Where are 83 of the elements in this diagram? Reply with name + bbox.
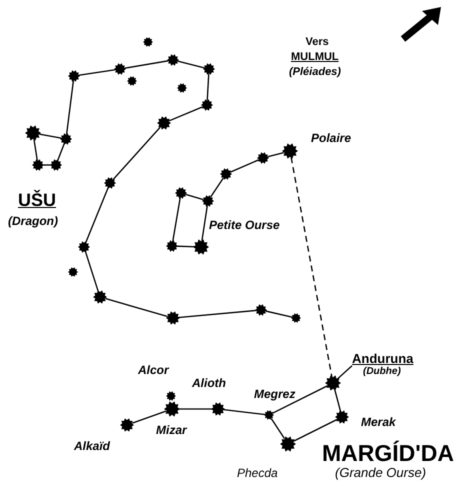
- constellation-line: [230, 159, 259, 173]
- constellation-line: [176, 246, 195, 248]
- star: [175, 187, 187, 199]
- constellation-line: [185, 194, 204, 200]
- star: [202, 195, 214, 207]
- star: [166, 240, 178, 252]
- star: [120, 418, 134, 432]
- star: [193, 239, 209, 255]
- star: [50, 159, 62, 171]
- star: [280, 436, 296, 452]
- constellation-line: [270, 418, 286, 439]
- star: [68, 267, 78, 277]
- constellation-line: [33, 139, 38, 160]
- star-name: Alioth: [191, 377, 227, 390]
- star: [93, 290, 107, 304]
- constellation-line: [293, 418, 338, 442]
- constellation-line: [105, 298, 168, 318]
- star: [32, 159, 44, 171]
- constellation-line: [84, 251, 99, 292]
- constellation-line: [78, 69, 116, 76]
- star-name: Megrez: [253, 388, 296, 402]
- star: [166, 391, 176, 401]
- star: [25, 125, 41, 141]
- direction-text: Vers: [306, 36, 329, 48]
- star: [167, 54, 179, 66]
- constellation-name: UŠU: [18, 191, 56, 211]
- star: [164, 401, 180, 417]
- constellation-line: [266, 310, 292, 318]
- star: [78, 241, 90, 253]
- constellation-line: [168, 106, 203, 122]
- constellation-name: MARGÍD'DA: [322, 441, 454, 466]
- star: [166, 311, 180, 325]
- star: [203, 63, 215, 75]
- star: [104, 177, 116, 189]
- constellation-line: [178, 310, 256, 318]
- star: [211, 402, 225, 416]
- star: [282, 143, 298, 159]
- star: [127, 76, 137, 86]
- constellation-line: [85, 187, 109, 243]
- constellation-subtitle: (Grande Ourse): [335, 466, 426, 480]
- constellation-line: [124, 60, 168, 69]
- constellation-line: [57, 143, 65, 161]
- star-name: Alkaïd: [73, 440, 112, 454]
- star: [60, 133, 72, 145]
- star-name: Alcor: [137, 364, 170, 378]
- star: [177, 83, 187, 93]
- star-name: Merak: [360, 416, 397, 430]
- constellation-line: [172, 198, 181, 242]
- constellation-name: Petite Ourse: [209, 219, 280, 232]
- constellation-line: [112, 126, 161, 180]
- star: [255, 304, 267, 316]
- star: [264, 410, 274, 420]
- constellation-line: [267, 152, 284, 158]
- constellation-subtitle: (Dragon): [8, 215, 58, 228]
- constellation-line: [210, 178, 224, 198]
- star: [201, 99, 213, 111]
- star-name: Phecda: [236, 467, 279, 480]
- star: [257, 152, 269, 164]
- star: [68, 70, 80, 82]
- star-name: Anduruna: [352, 352, 414, 366]
- star-subtitle: (Dubhe): [363, 366, 402, 378]
- constellation-subtitle: (Pléiades): [289, 66, 341, 78]
- constellation-line: [206, 74, 210, 100]
- constellation-line: [132, 410, 166, 424]
- constellation-line: [178, 60, 204, 68]
- constellation-line: [272, 385, 328, 414]
- constellation-line: [201, 206, 208, 241]
- star-name: Mizar: [155, 424, 188, 438]
- star-name: Polaire: [310, 132, 352, 146]
- star: [335, 410, 349, 424]
- constellation-line: [223, 409, 266, 416]
- star: [157, 116, 171, 130]
- star: [291, 313, 301, 323]
- star: [325, 375, 341, 391]
- star: [114, 63, 126, 75]
- constellation-line: [39, 134, 62, 139]
- constellation-line: [334, 389, 342, 412]
- leader-line: [337, 365, 352, 380]
- constellation-line: [178, 408, 212, 410]
- constellation-line: [66, 80, 74, 134]
- star: [143, 37, 153, 47]
- constellation-name: MULMUL: [291, 51, 339, 64]
- star: [220, 168, 232, 180]
